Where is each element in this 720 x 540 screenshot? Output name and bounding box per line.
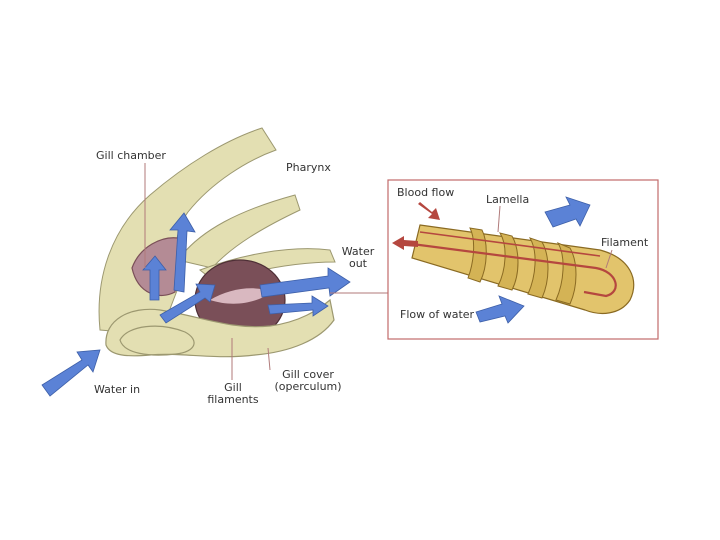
gill-anatomy-drawing: [41, 127, 388, 397]
blood-vessel-loop: [411, 242, 617, 298]
water-diagonal-arrow: [159, 283, 216, 324]
filament-leader: [605, 249, 613, 269]
water-out-arrow-2: [267, 295, 329, 317]
lamella-ring-4: [555, 241, 577, 305]
lamella-ring-1: [467, 227, 487, 283]
lamella-leader: [497, 205, 501, 233]
label-gill-cover-line2: (operculum): [274, 380, 342, 393]
lamella-ring-3: [527, 237, 549, 299]
inset-water-arrow-up: [544, 196, 591, 228]
water-up-arrow-1: [142, 255, 167, 301]
label-lamella: Lamella: [486, 193, 530, 206]
operculum-loop: [119, 325, 195, 356]
filament-drawing: [392, 196, 635, 324]
label-flow-of-water: Flow of water: [400, 308, 475, 321]
gill-cover-leader: [267, 347, 271, 371]
label-water-out: Water out: [338, 246, 378, 270]
gill-filaments-highlight: [210, 288, 272, 304]
filament-body: [411, 224, 635, 315]
leader-lines: [144, 163, 388, 380]
label-gill-filaments: Gill filaments: [202, 382, 264, 406]
lamella-rings: [467, 227, 577, 305]
label-gill-filaments-line2: filaments: [207, 393, 259, 406]
inset-water-arrow-flow: [475, 295, 525, 324]
label-water-in: Water in: [94, 383, 141, 396]
water-arrows: [41, 212, 351, 397]
label-blood-flow: Blood flow: [397, 186, 455, 199]
blood-vessel-inner: [419, 231, 601, 257]
water-up-arrow-2: [169, 212, 196, 293]
label-gill-chamber: Gill chamber: [96, 149, 166, 162]
label-gill-cover: Gill cover (operculum): [270, 369, 346, 393]
label-gill-cover-line1: Gill cover: [282, 368, 334, 381]
label-pharynx: Pharynx: [286, 161, 331, 174]
water-out-arrow-1: [259, 267, 351, 298]
label-filament: Filament: [601, 236, 649, 249]
blood-flow-in-arrow: [418, 202, 440, 220]
label-gill-filaments-line1: Gill: [224, 381, 242, 394]
label-water-out-line2: out: [348, 257, 367, 270]
blood-flow-out-arrow: [392, 236, 418, 250]
water-in-arrow: [41, 349, 101, 397]
lamella-ring-2: [497, 232, 519, 291]
label-water-out-line1: Water: [341, 245, 375, 258]
pharynx-arm: [177, 194, 301, 269]
